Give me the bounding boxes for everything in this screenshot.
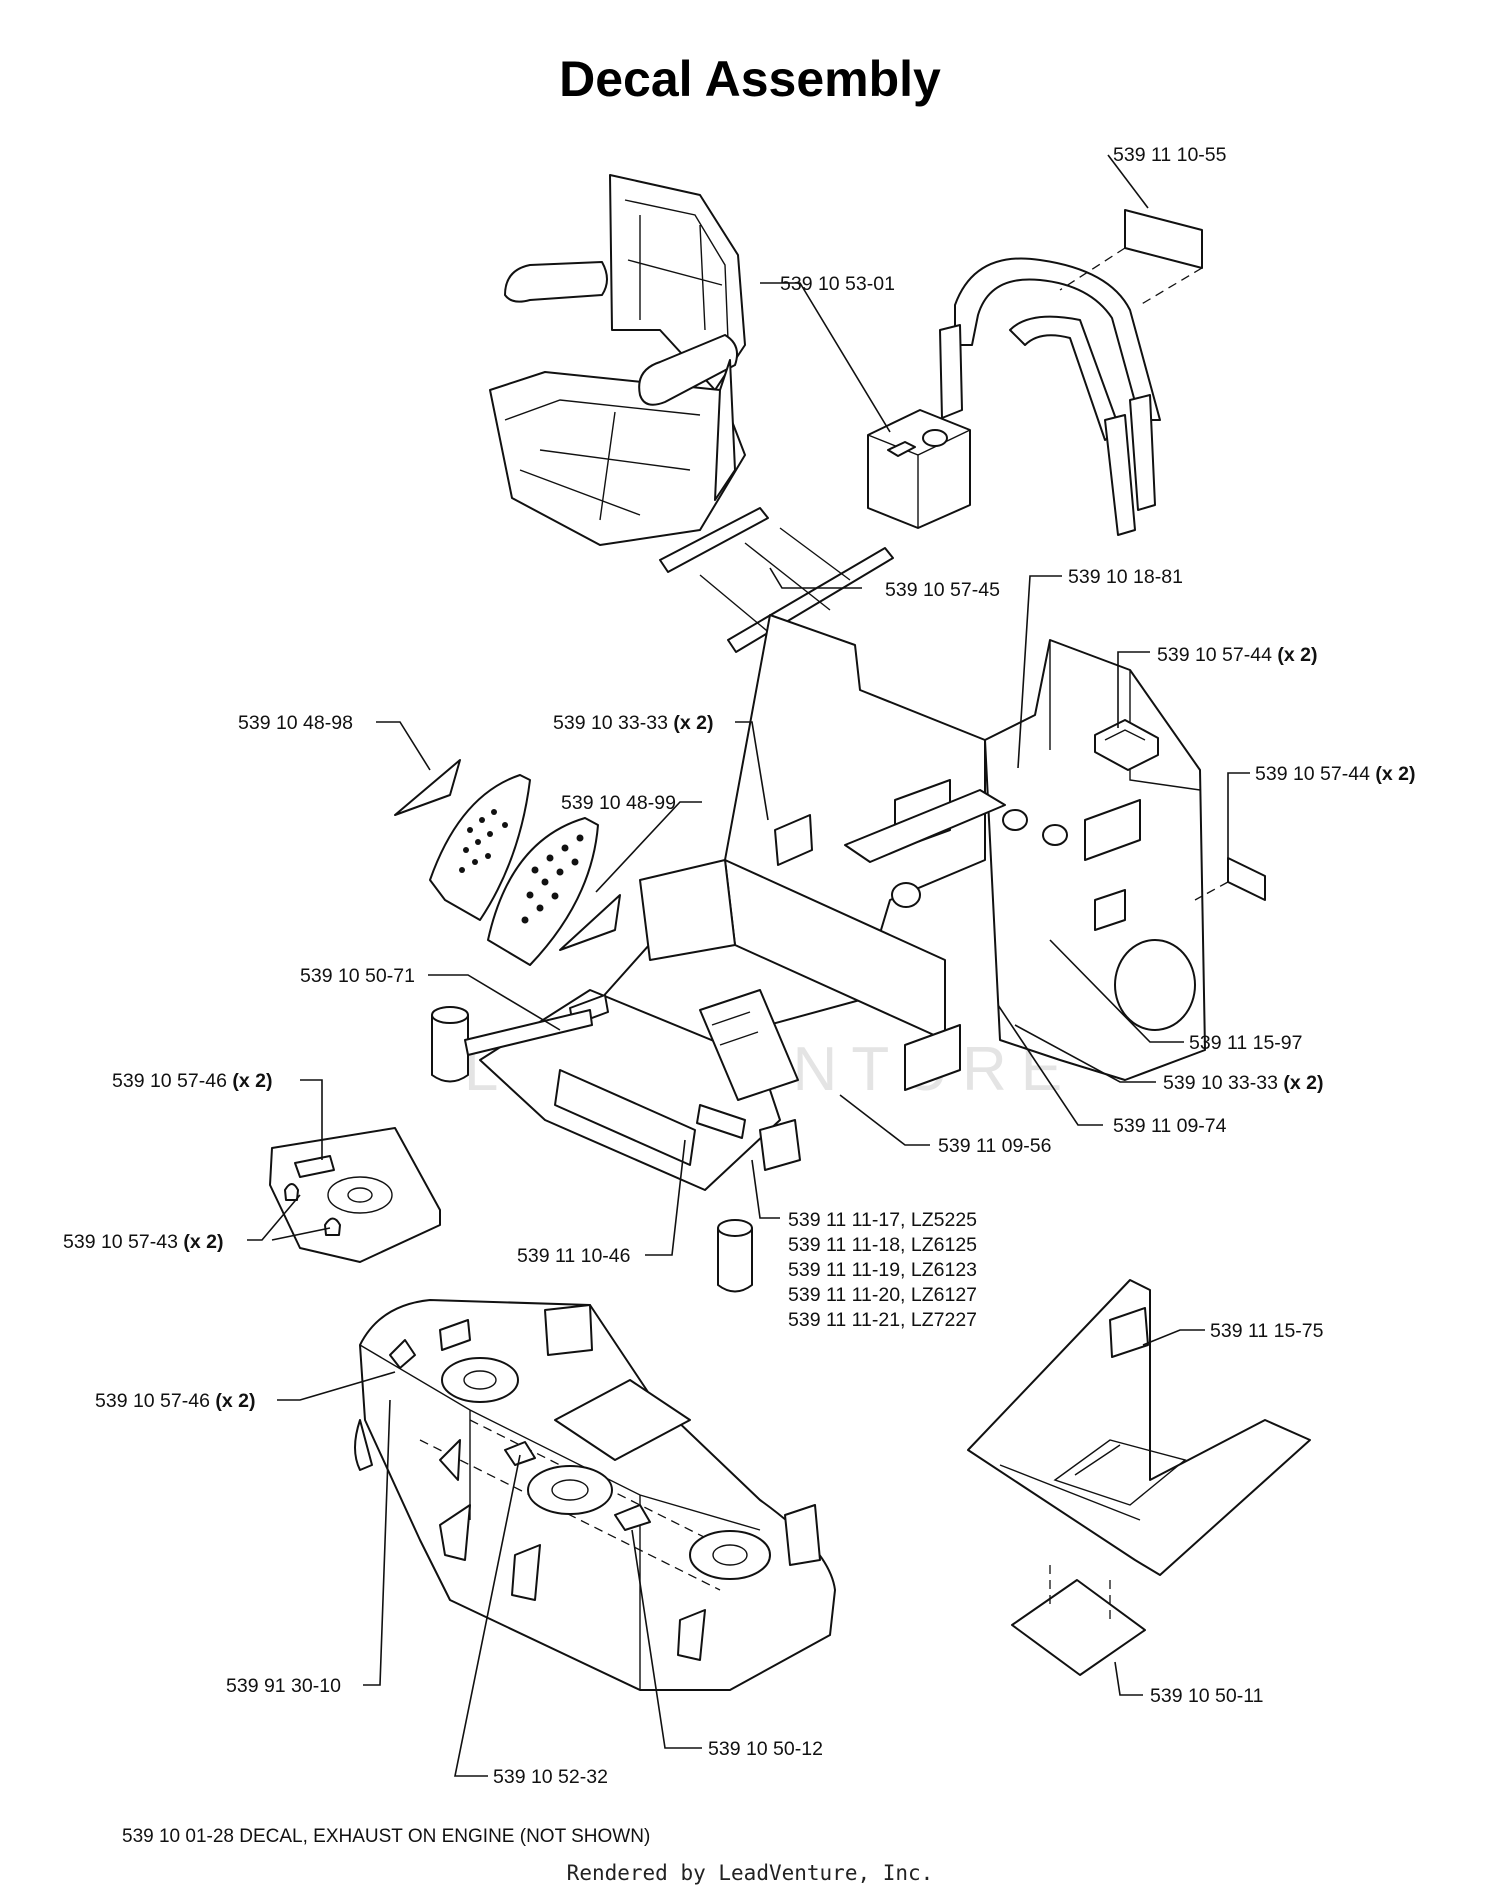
callout-539-10-33-33-lower: 539 10 33-33 (x 2) (1163, 1072, 1323, 1094)
callout-539-91-30-10: 539 91 30-10 (226, 1675, 341, 1697)
callout-539-11-15-75: 539 11 15-75 (1210, 1320, 1324, 1342)
leader-lines (247, 154, 1250, 1777)
callout-539-10-52-32: 539 10 52-32 (493, 1766, 608, 1788)
callout-539-10-53-01: 539 10 53-01 (780, 273, 895, 295)
callout-539-10-48-99: 539 10 48-99 (561, 792, 676, 814)
callout-539-10-57-43: 539 10 57-43 (x 2) (63, 1231, 223, 1253)
rops-bar-illustration (939, 209, 1203, 536)
floor-pan-illustration (967, 1279, 1311, 1676)
bracket-illustration (1094, 719, 1266, 901)
callout-539-10-33-33-upper: 539 10 33-33 (x 2) (553, 712, 713, 734)
callout-539-11-15-97: 539 11 15-97 (1189, 1032, 1303, 1054)
callout-539-10-50-11: 539 10 50-11 (1150, 1685, 1264, 1707)
side-shield-illustration (394, 759, 621, 966)
callout-539-11-10-46: 539 11 10-46 (517, 1245, 631, 1267)
callout-539-10-57-46-upper: 539 10 57-46 (x 2) (112, 1070, 272, 1092)
main-frame-illustration (599, 614, 1206, 1081)
callout-539-10-48-98: 539 10 48-98 (238, 712, 353, 734)
callout-539-10-50-12: 539 10 50-12 (708, 1738, 823, 1760)
rendered-by-credit: Rendered by LeadVenture, Inc. (567, 1861, 934, 1885)
caster-illustration (431, 1006, 753, 1293)
control-box-illustration (867, 409, 971, 529)
callout-539-10-50-71: 539 10 50-71 (300, 965, 415, 987)
deck-plate-illustration (269, 1127, 441, 1263)
callout-539-10-57-45: 539 10 57-45 (885, 579, 1000, 601)
model-decal-item: 539 11 11-20, LZ6127 (788, 1284, 977, 1306)
callout-539-11-10-55: 539 11 10-55 (1113, 144, 1227, 166)
model-decal-list: 539 11 11-17, LZ5225 539 11 11-18, LZ612… (788, 1209, 977, 1331)
seat-illustration (489, 174, 746, 546)
callout-539-11-09-74: 539 11 09-74 (1113, 1115, 1227, 1137)
model-decal-item: 539 11 11-21, LZ7227 (788, 1309, 977, 1331)
mower-deck-illustration (354, 1299, 836, 1691)
callout-539-10-57-46-lower: 539 10 57-46 (x 2) (95, 1390, 255, 1412)
model-decal-item: 539 11 11-17, LZ5225 (788, 1209, 977, 1231)
model-decal-item: 539 11 11-18, LZ6125 (788, 1234, 977, 1256)
callout-539-10-18-81: 539 10 18-81 (1068, 566, 1183, 588)
callout-539-10-57-44-top: 539 10 57-44 (x 2) (1157, 644, 1317, 666)
page-title: Decal Assembly (559, 51, 941, 107)
front-panel-illustration (479, 989, 961, 1191)
callout-539-11-09-56: 539 11 09-56 (938, 1135, 1052, 1157)
model-decal-item: 539 11 11-19, LZ6123 (788, 1259, 977, 1281)
footer-note: 539 10 01-28 DECAL, EXHAUST ON ENGINE (N… (122, 1826, 650, 1847)
callout-539-10-57-44-side: 539 10 57-44 (x 2) (1255, 763, 1415, 785)
